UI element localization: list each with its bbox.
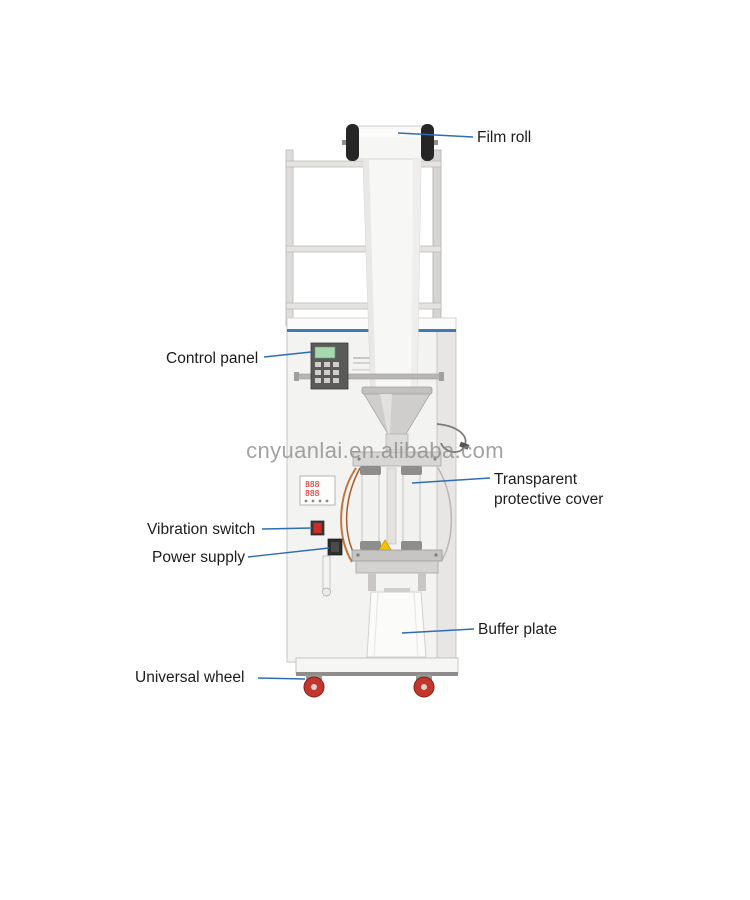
film-strip xyxy=(362,158,422,395)
transparent-protective-cover-label: Transparent protective cover xyxy=(494,471,604,508)
leader-line-control-panel xyxy=(263,351,312,358)
film-roll-label: Film roll xyxy=(477,129,532,146)
buffer-plate-label: Buffer plate xyxy=(478,621,557,638)
machine-base xyxy=(295,657,459,676)
power-supply-label: Power supply xyxy=(152,549,246,566)
guide-rod xyxy=(294,372,444,381)
digital-display: 888 888 xyxy=(299,475,336,506)
display-readout-row1: 888 xyxy=(305,480,320,489)
display-readout-row2: 888 xyxy=(305,489,320,498)
protective-cover-assembly xyxy=(340,451,453,591)
leader-line-universal-wheel xyxy=(257,677,306,680)
sensor-pipe xyxy=(322,555,331,597)
forming-funnel xyxy=(361,386,433,451)
leader-line-film-roll xyxy=(397,132,474,138)
control-panel-label: Control panel xyxy=(166,350,259,367)
leader-lines xyxy=(247,132,491,680)
leader-line-buffer-plate xyxy=(401,628,475,634)
control-panel xyxy=(310,342,349,390)
film-roll xyxy=(342,124,438,161)
universal-wheel-label: Universal wheel xyxy=(135,669,245,686)
power-supply-switch xyxy=(327,538,343,556)
vibration-switch xyxy=(310,520,325,536)
leader-line-vibration-switch xyxy=(261,527,313,530)
power-cord xyxy=(436,423,470,453)
leader-line-power-supply xyxy=(247,547,330,558)
universal-wheels xyxy=(303,675,435,698)
leader-line-transparent-cover xyxy=(411,477,491,484)
vibration-switch-label: Vibration switch xyxy=(147,521,256,538)
buffer-plate-bag xyxy=(366,588,427,658)
